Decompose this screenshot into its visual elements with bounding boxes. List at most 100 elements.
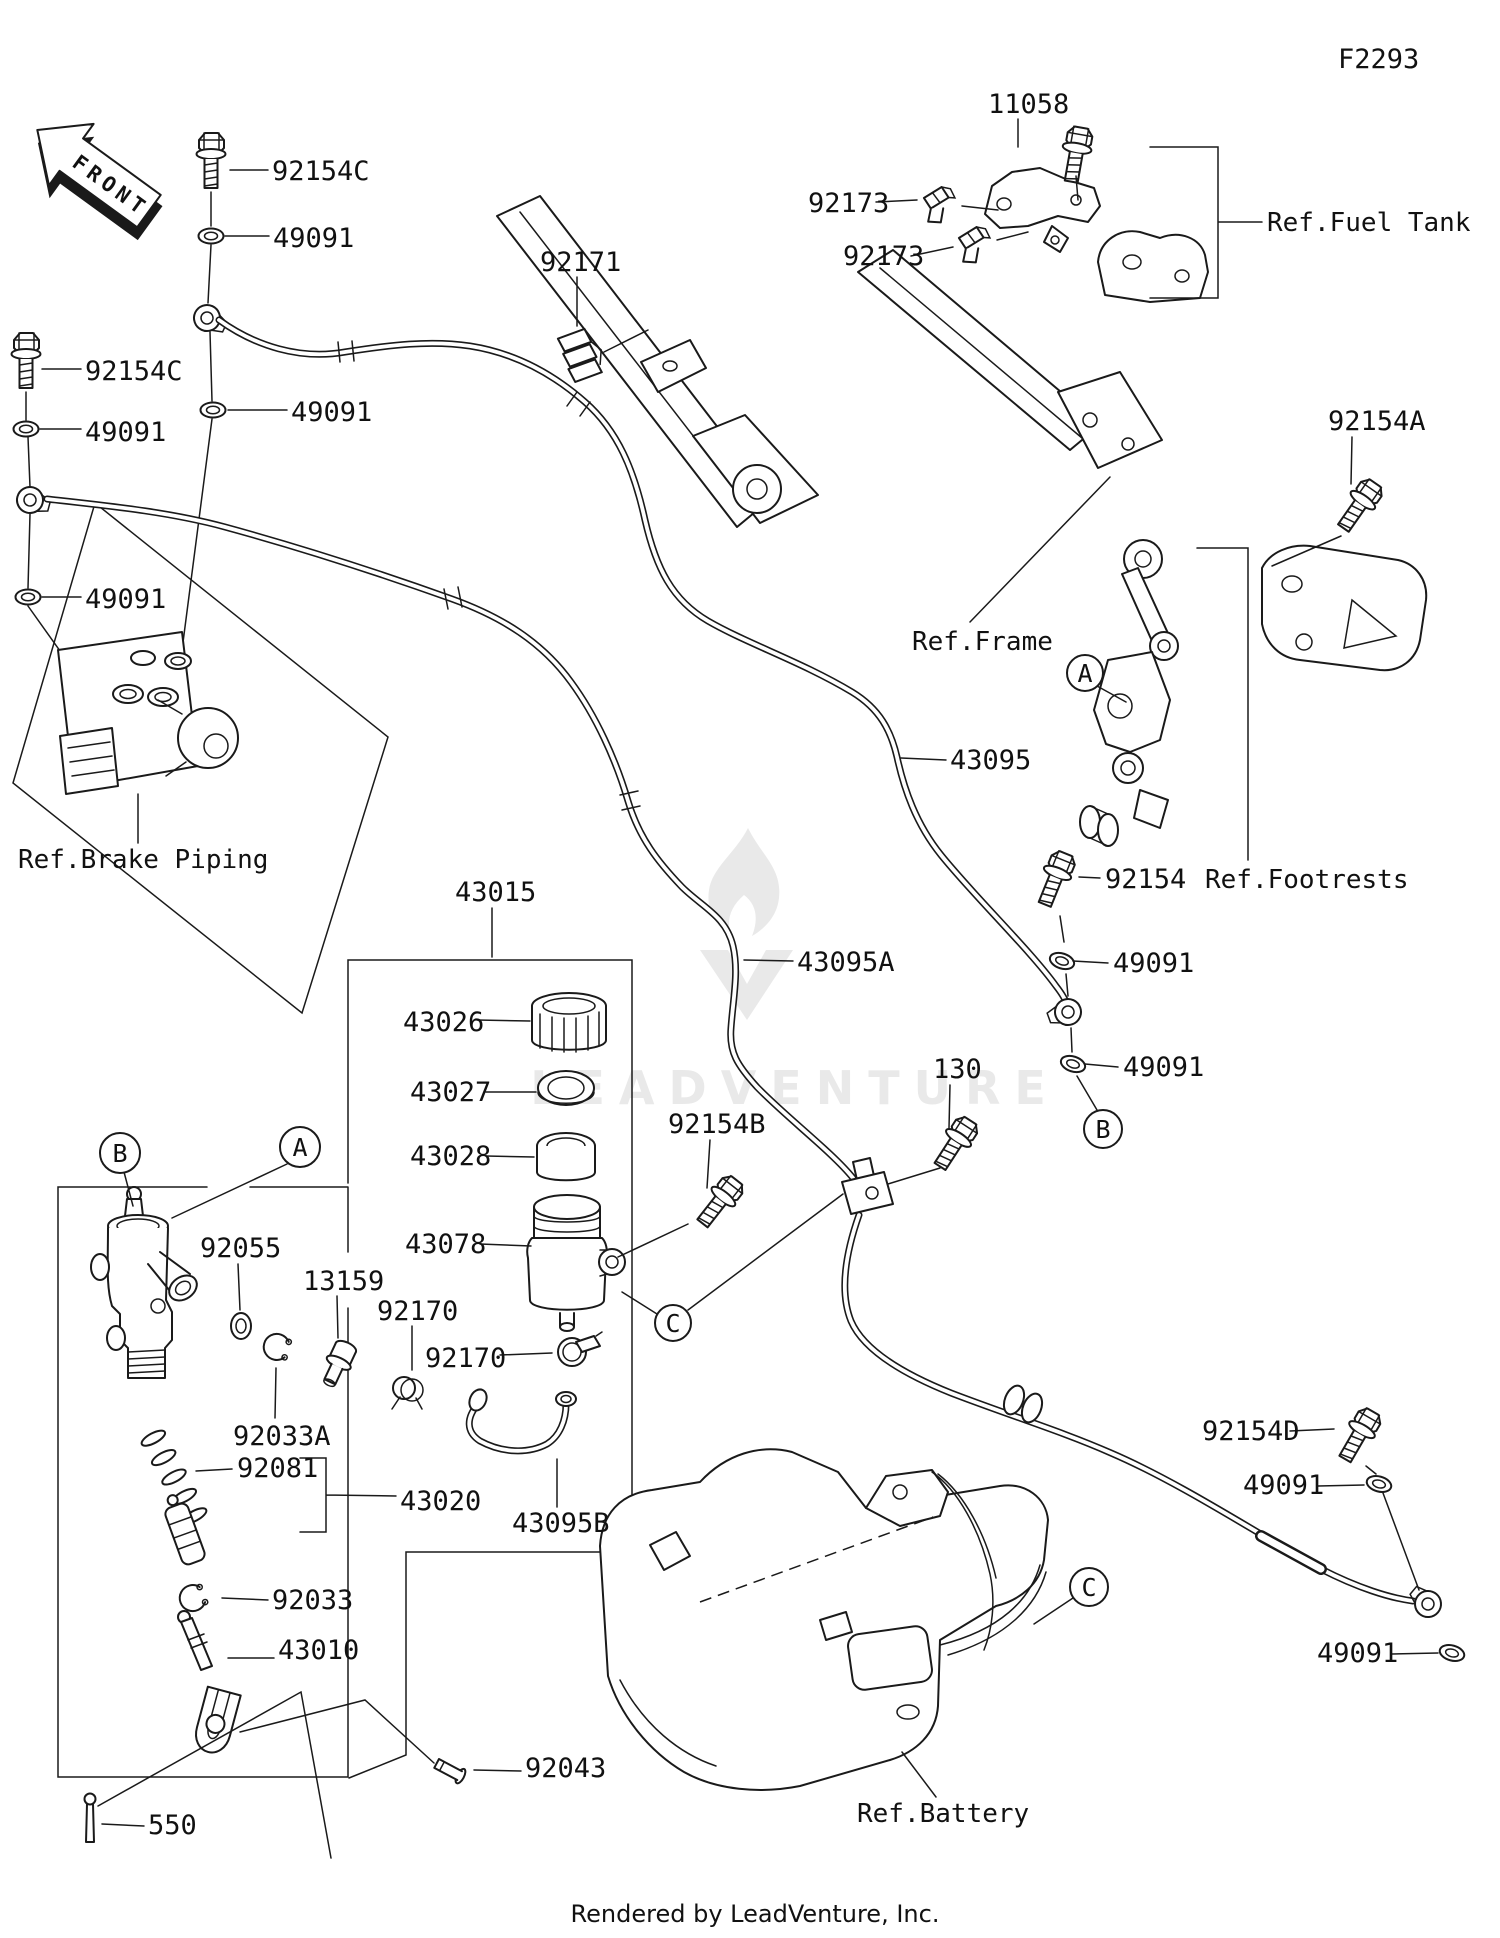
abs-group-box [12, 501, 389, 1015]
label-43015: 43015 [455, 877, 536, 908]
label-ref-brake-piping: Ref.Brake Piping [18, 845, 268, 875]
callout-a-letter: A [292, 1133, 307, 1162]
callout-b-letter: B [112, 1139, 127, 1168]
label-13159: 13159 [303, 1266, 384, 1297]
reservoir-plate-43027 [537, 1070, 595, 1106]
clip-92170-upper [391, 1376, 424, 1410]
label-130: 130 [933, 1054, 982, 1085]
clamp-92171 [556, 327, 603, 383]
footer-credit: Rendered by LeadVenture, Inc. [571, 1900, 940, 1928]
label-92173-b: 92173 [843, 241, 924, 272]
label-92173-a: 92173 [808, 188, 889, 219]
bolt-92154b [690, 1170, 749, 1234]
label-92171: 92171 [540, 247, 621, 278]
callout-circle-c-reservoir: C [654, 1304, 692, 1342]
label-550: 550 [148, 1810, 197, 1841]
watermark-text: LEADVENTURE [530, 1061, 1060, 1115]
clamp-92173-b [954, 223, 997, 267]
fitting-chain-left [10, 332, 76, 673]
label-49091-mid: 49091 [291, 397, 372, 428]
label-43010: 43010 [278, 1635, 359, 1666]
label-92154c-left: 92154C [85, 356, 183, 387]
piston-43020 [164, 1494, 206, 1566]
label-92081: 92081 [237, 1453, 318, 1484]
bracket-11058 [984, 167, 1101, 253]
clamp-92170-lower [557, 1331, 603, 1367]
label-49091-br2: 49091 [1317, 1638, 1398, 1669]
bolt-92154a [1330, 473, 1388, 538]
label-92033: 92033 [272, 1585, 353, 1616]
label-49091-r2: 49091 [1123, 1052, 1204, 1083]
callout-a-letter: A [1077, 659, 1092, 688]
callout-b-letter: B [1095, 1115, 1110, 1144]
label-43095b: 43095B [512, 1508, 610, 1539]
label-43095: 43095 [950, 745, 1031, 776]
cotter-pin-550 [83, 1792, 97, 1843]
label-92154b: 92154B [668, 1109, 766, 1140]
hose-43095b [465, 1388, 577, 1455]
fitting-chain-right [1030, 846, 1098, 1111]
label-ref-fuel-tank: Ref.Fuel Tank [1267, 208, 1471, 238]
pushrod-43010 [177, 1610, 242, 1754]
callout-circle-b-cylinder: B [99, 1132, 141, 1174]
leadventure-watermark: LEADVENTURE [530, 828, 1060, 1115]
o-ring-92055-inner [235, 1318, 247, 1334]
figure-code: F2293 [1338, 44, 1419, 75]
frame-assembly [496, 195, 1209, 528]
label-92033a: 92033A [233, 1421, 331, 1452]
label-ref-battery: Ref.Battery [857, 1799, 1029, 1829]
callout-circle-b-hose: B [1083, 1109, 1123, 1149]
label-11058: 11058 [988, 89, 1069, 120]
front-direction-arrow: FRONT [36, 122, 163, 241]
callout-c-letter: C [1081, 1573, 1096, 1602]
circlip-92033 [175, 1580, 211, 1616]
reservoir-cap-43026 [531, 992, 607, 1053]
label-43078: 43078 [405, 1229, 486, 1260]
part-labels: F2293 92154C 49091 92171 92173 92173 110… [18, 44, 1471, 1841]
master-cylinder-43020-group [90, 1186, 198, 1379]
rear-brake-hose [841, 1211, 1417, 1605]
reservoir-diaphragm-43028 [536, 1132, 596, 1182]
footrest-bracket-plate [1261, 544, 1428, 672]
callout-circle-c-battery: C [1069, 1567, 1109, 1607]
callout-circle-a-footrest: A [1066, 654, 1104, 692]
label-ref-frame: Ref.Frame [912, 627, 1053, 657]
label-92154d: 92154D [1202, 1416, 1300, 1447]
abs-unit [57, 631, 239, 795]
label-49091-top: 49091 [273, 223, 354, 254]
o-ring-92055 [230, 1312, 252, 1340]
label-92043: 92043 [525, 1753, 606, 1784]
leader-lines [39, 118, 1439, 1859]
fitting-chain-top [181, 132, 232, 651]
clevis-pin-92043 [433, 1758, 467, 1785]
label-43020: 43020 [400, 1486, 481, 1517]
circlip-92033a [259, 1330, 294, 1364]
junction-block [841, 1157, 894, 1215]
label-43028: 43028 [410, 1141, 491, 1172]
label-ref-footrests: Ref.Footrests [1205, 865, 1409, 895]
fitting-chain-bottom-right [1331, 1403, 1468, 1665]
label-43095a: 43095A [797, 947, 895, 978]
label-43027: 43027 [410, 1077, 491, 1108]
callout-c-letter: C [665, 1309, 680, 1338]
bolt-130 [926, 1111, 984, 1176]
label-49091-br1: 49091 [1243, 1470, 1324, 1501]
group-box-master-cylinder [57, 1186, 349, 1778]
label-92170-a: 92170 [377, 1296, 458, 1327]
label-49091-left-top: 49091 [85, 417, 166, 448]
label-49091-r1: 49091 [1113, 948, 1194, 979]
callout-circle-a-cylinder: A [279, 1126, 321, 1168]
label-43026: 43026 [403, 1007, 484, 1038]
label-92170-b: 92170 [425, 1343, 506, 1374]
brake-pipe-43095 [215, 316, 1071, 1009]
clamp-92173-a [919, 183, 962, 227]
label-92154: 92154 [1105, 864, 1186, 895]
label-92154a: 92154A [1328, 406, 1426, 437]
footrest-hanger [1079, 539, 1179, 847]
battery-tray [599, 1448, 1049, 1791]
brake-pipe-43095a [43, 495, 857, 1182]
reservoir-tank-43078 [526, 1194, 626, 1332]
label-49091-left-low: 49091 [85, 584, 166, 615]
